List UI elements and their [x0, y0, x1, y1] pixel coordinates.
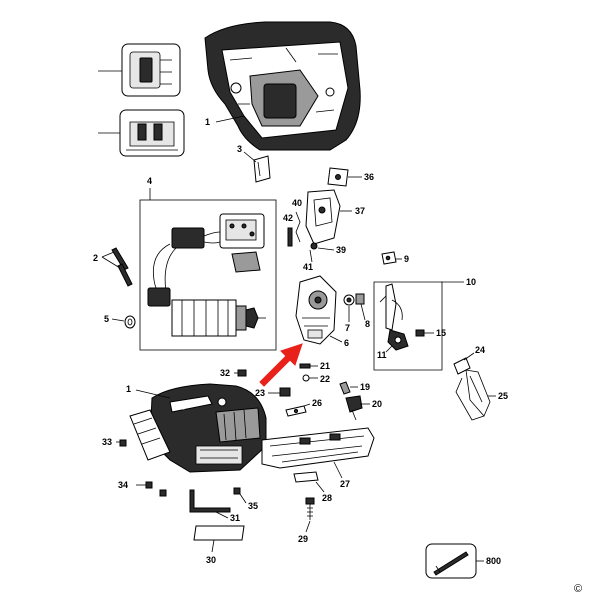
callout-5: 5 — [104, 314, 109, 324]
callout-10: 10 — [466, 277, 476, 287]
part-19-pin — [339, 381, 351, 395]
part-4-motor-assembly — [147, 213, 266, 337]
part-1-jigsaw-body: ≡≡≡ — [129, 383, 267, 473]
part-24-tab — [453, 357, 471, 375]
part-37-switch-cover — [305, 189, 341, 245]
callout-1-bottom: 1 — [126, 384, 131, 394]
callout-31: 31 — [230, 513, 240, 523]
part-2-brushes — [111, 247, 133, 287]
callout-23: 23 — [255, 388, 265, 398]
callout-4: 4 — [147, 176, 152, 186]
callout-7: 7 — [345, 323, 350, 333]
callout-9: 9 — [404, 254, 409, 264]
body-brand-mark-icon: ≡≡≡ — [176, 406, 185, 412]
part-40-rod — [309, 249, 313, 263]
callout-21: 21 — [320, 361, 330, 371]
callout-41: 42 — [283, 213, 293, 223]
part-26-bracket — [285, 405, 307, 417]
part-27-shoe — [261, 427, 375, 469]
part-43-charger — [119, 109, 185, 157]
part-21-screw — [299, 363, 311, 369]
part-8-pin — [355, 293, 365, 305]
callout-11: 11 — [377, 350, 387, 360]
part-36-clip — [327, 167, 349, 187]
callout-30: 30 — [206, 555, 216, 565]
part-22-washer — [302, 374, 310, 382]
callout-3: 3 — [237, 144, 242, 154]
callout-32: 32 — [220, 368, 230, 378]
callout-26: 26 — [312, 398, 322, 408]
part-10-clamp-assembly — [379, 283, 409, 351]
part-1-housing-top — [204, 21, 361, 151]
callout-22: 22 — [320, 374, 330, 384]
part-3-pad — [253, 155, 271, 183]
part-39-spring — [295, 211, 301, 243]
callout-39: 40 — [292, 198, 302, 208]
callout-36: 36 — [364, 172, 374, 182]
callout-25: 25 — [498, 391, 508, 401]
part-6-gear-housing — [295, 275, 337, 345]
part-28-plate — [293, 471, 319, 483]
part-5-washer — [124, 315, 136, 329]
part-32-screw — [237, 369, 247, 377]
part-35-screw — [233, 487, 241, 495]
arrow-shape — [259, 343, 303, 387]
callout-6: 6 — [344, 338, 349, 348]
part-15-screw — [415, 329, 425, 337]
part-29-bolt — [305, 497, 315, 520]
part-23-screw — [279, 387, 291, 397]
callout-38: 39 — [336, 245, 346, 255]
callout-35: 35 — [248, 501, 258, 511]
part-20-roller — [345, 395, 363, 421]
callout-20: 20 — [372, 399, 382, 409]
copyright-mark: © — [574, 583, 582, 595]
part-34-screws — [145, 481, 167, 497]
part-10-assembly-frame — [373, 281, 443, 371]
part-41-pin — [287, 227, 293, 247]
part-7-bearing — [343, 294, 355, 306]
part-800-blade — [425, 543, 477, 579]
callout-33: 33 — [102, 437, 112, 447]
callout-800: 800 — [486, 556, 501, 566]
callout-40: 41 — [303, 262, 313, 272]
part-25-wire-guard — [455, 369, 491, 421]
callout-8: 8 — [365, 319, 370, 329]
callout-27: 27 — [340, 479, 350, 489]
part-31-hex-key — [189, 489, 231, 513]
callout-1-top: 1 — [205, 117, 210, 127]
callout-2: 2 — [93, 253, 98, 263]
part-4-assembly-frame — [139, 199, 277, 351]
callout-34: 34 — [118, 480, 128, 490]
callout-15: 15 — [436, 328, 446, 338]
callout-37: 37 — [355, 206, 365, 216]
callout-28: 28 — [322, 493, 332, 503]
callout-29: 29 — [298, 534, 308, 544]
part-9-lever — [381, 251, 397, 265]
callout-24: 24 — [475, 345, 485, 355]
red-arrow — [259, 343, 303, 387]
part-33-screw — [119, 439, 127, 447]
part-42-battery — [121, 43, 181, 97]
part-38-screw — [310, 242, 318, 250]
part-30-label — [193, 525, 245, 541]
callout-19: 19 — [360, 382, 370, 392]
